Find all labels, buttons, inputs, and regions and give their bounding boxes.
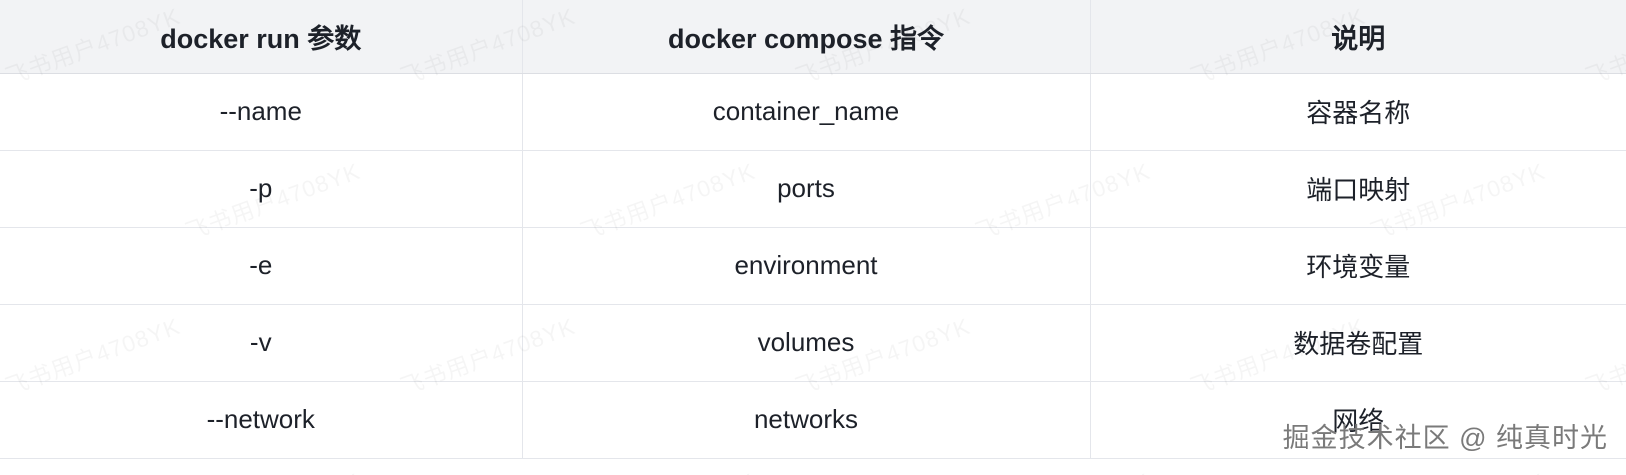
cell-description: 容器名称: [1090, 73, 1626, 151]
cell-description: 端口映射: [1090, 150, 1626, 228]
cell-docker-compose-key: environment: [522, 227, 1091, 305]
table-row: -v volumes 数据卷配置: [0, 304, 1626, 382]
column-header-description: 说明: [1090, 0, 1626, 74]
table-row: --name container_name 容器名称: [0, 73, 1626, 151]
cell-description: 网络: [1090, 381, 1626, 459]
cell-description: 数据卷配置: [1090, 304, 1626, 382]
cell-docker-run-flag: -e: [0, 227, 523, 305]
cell-docker-run-flag: -v: [0, 304, 523, 382]
cell-docker-run-flag: --name: [0, 73, 523, 151]
table-row: -p ports 端口映射: [0, 150, 1626, 228]
column-header-docker-run-flag: docker run 参数: [0, 0, 523, 74]
cell-docker-run-flag: --network: [0, 381, 523, 459]
cell-docker-compose-key: container_name: [522, 73, 1091, 151]
column-header-docker-compose-key: docker compose 指令: [522, 0, 1091, 74]
cell-docker-compose-key: ports: [522, 150, 1091, 228]
table-row: -e environment 环境变量: [0, 227, 1626, 305]
docker-run-compose-mapping-table: docker run 参数 docker compose 指令 说明 --nam…: [0, 0, 1626, 459]
table-header-row: docker run 参数 docker compose 指令 说明: [0, 0, 1626, 74]
table-body: --name container_name 容器名称 -p ports 端口映射…: [0, 73, 1626, 459]
table-row: --network networks 网络: [0, 381, 1626, 459]
table-header: docker run 参数 docker compose 指令 说明: [0, 0, 1626, 74]
cell-docker-compose-key: volumes: [522, 304, 1091, 382]
cell-docker-run-flag: -p: [0, 150, 523, 228]
cell-docker-compose-key: networks: [522, 381, 1091, 459]
cell-description: 环境变量: [1090, 227, 1626, 305]
